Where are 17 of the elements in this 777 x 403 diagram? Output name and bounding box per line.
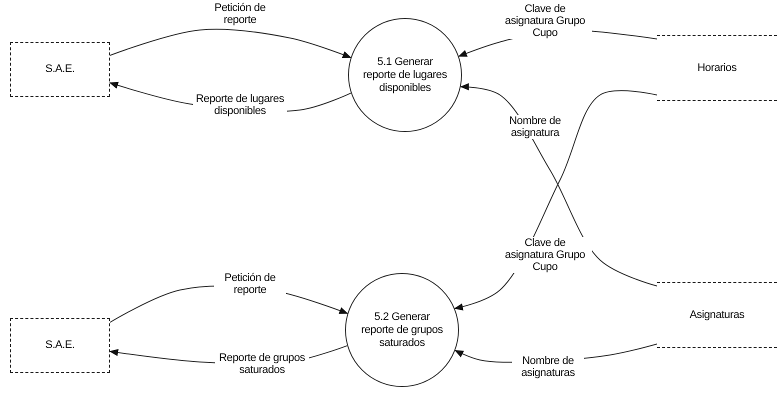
entity-label: S.A.E. xyxy=(45,339,75,352)
process-label: 5.1 Generar reporte de lugares disponibles xyxy=(363,56,447,94)
data-store-label: Asignaturas xyxy=(690,308,744,322)
external-entity-box xyxy=(10,42,110,97)
edge-label: Reporte de grupos saturados xyxy=(215,352,309,376)
external-entity-box xyxy=(10,318,110,373)
process-label: 5.2 Generar reporte de grupos saturados xyxy=(360,310,444,350)
edge-label: Reporte de lugares disponibles xyxy=(193,93,287,117)
data-store-label: Horarios xyxy=(697,62,737,74)
data-store xyxy=(657,282,777,348)
entity-label: S.A.E. xyxy=(45,63,75,76)
process-circle xyxy=(345,273,459,387)
data-store xyxy=(657,35,777,101)
edge-label: Nombre de asignaturas xyxy=(512,355,584,379)
process-circle xyxy=(348,18,462,132)
data-flow-arrow xyxy=(110,28,352,58)
edge-label: Petición de reporte xyxy=(214,272,286,296)
